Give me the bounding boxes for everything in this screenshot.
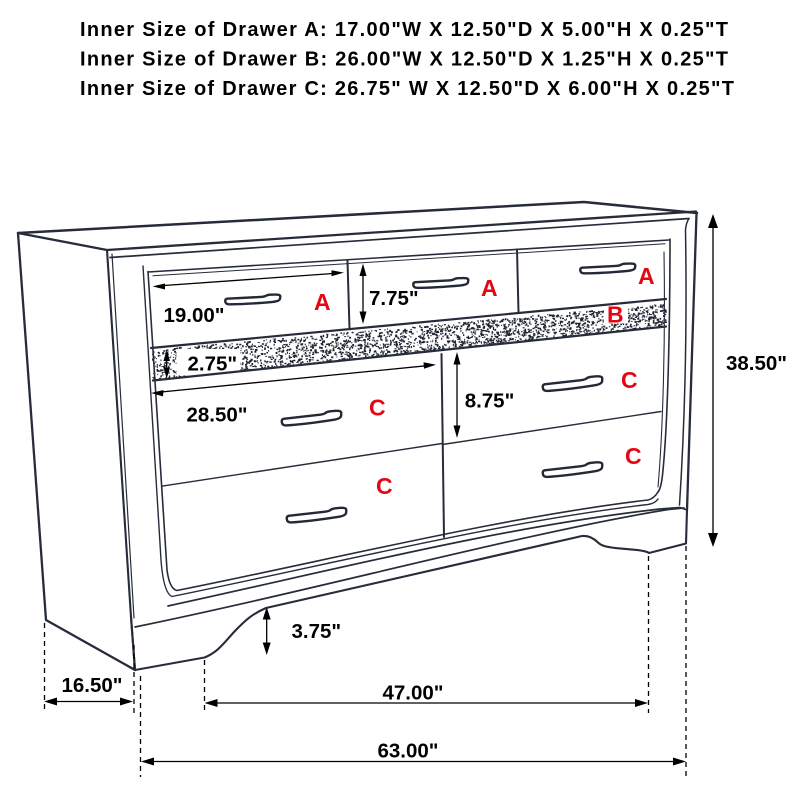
- svg-text:3.75": 3.75": [292, 620, 342, 643]
- svg-text:63.00": 63.00": [378, 740, 439, 763]
- svg-text:7.75": 7.75": [369, 287, 419, 310]
- svg-text:B: B: [607, 302, 624, 328]
- svg-text:Inner Size of Drawer C: 26.75": Inner Size of Drawer C: 26.75" W X 12.50…: [80, 78, 734, 100]
- svg-text:C: C: [621, 367, 638, 393]
- svg-text:Inner Size of Drawer B: 26.00": Inner Size of Drawer B: 26.00"W X 12.50"…: [80, 49, 728, 71]
- svg-text:16.50": 16.50": [62, 674, 123, 697]
- svg-text:C: C: [625, 443, 642, 469]
- svg-text:C: C: [369, 395, 386, 421]
- svg-text:19.00": 19.00": [164, 304, 225, 327]
- svg-text:8.75": 8.75": [465, 390, 515, 413]
- svg-text:28.50": 28.50": [187, 404, 248, 427]
- svg-text:A: A: [638, 263, 655, 289]
- svg-text:2.75": 2.75": [188, 352, 238, 375]
- svg-text:Inner Size of Drawer A: 17.00": Inner Size of Drawer A: 17.00"W X 12.50"…: [80, 19, 728, 41]
- svg-text:A: A: [314, 289, 331, 315]
- svg-text:C: C: [376, 473, 393, 499]
- svg-text:A: A: [481, 275, 498, 301]
- svg-text:47.00": 47.00": [383, 682, 444, 705]
- svg-text:38.50": 38.50": [726, 352, 787, 375]
